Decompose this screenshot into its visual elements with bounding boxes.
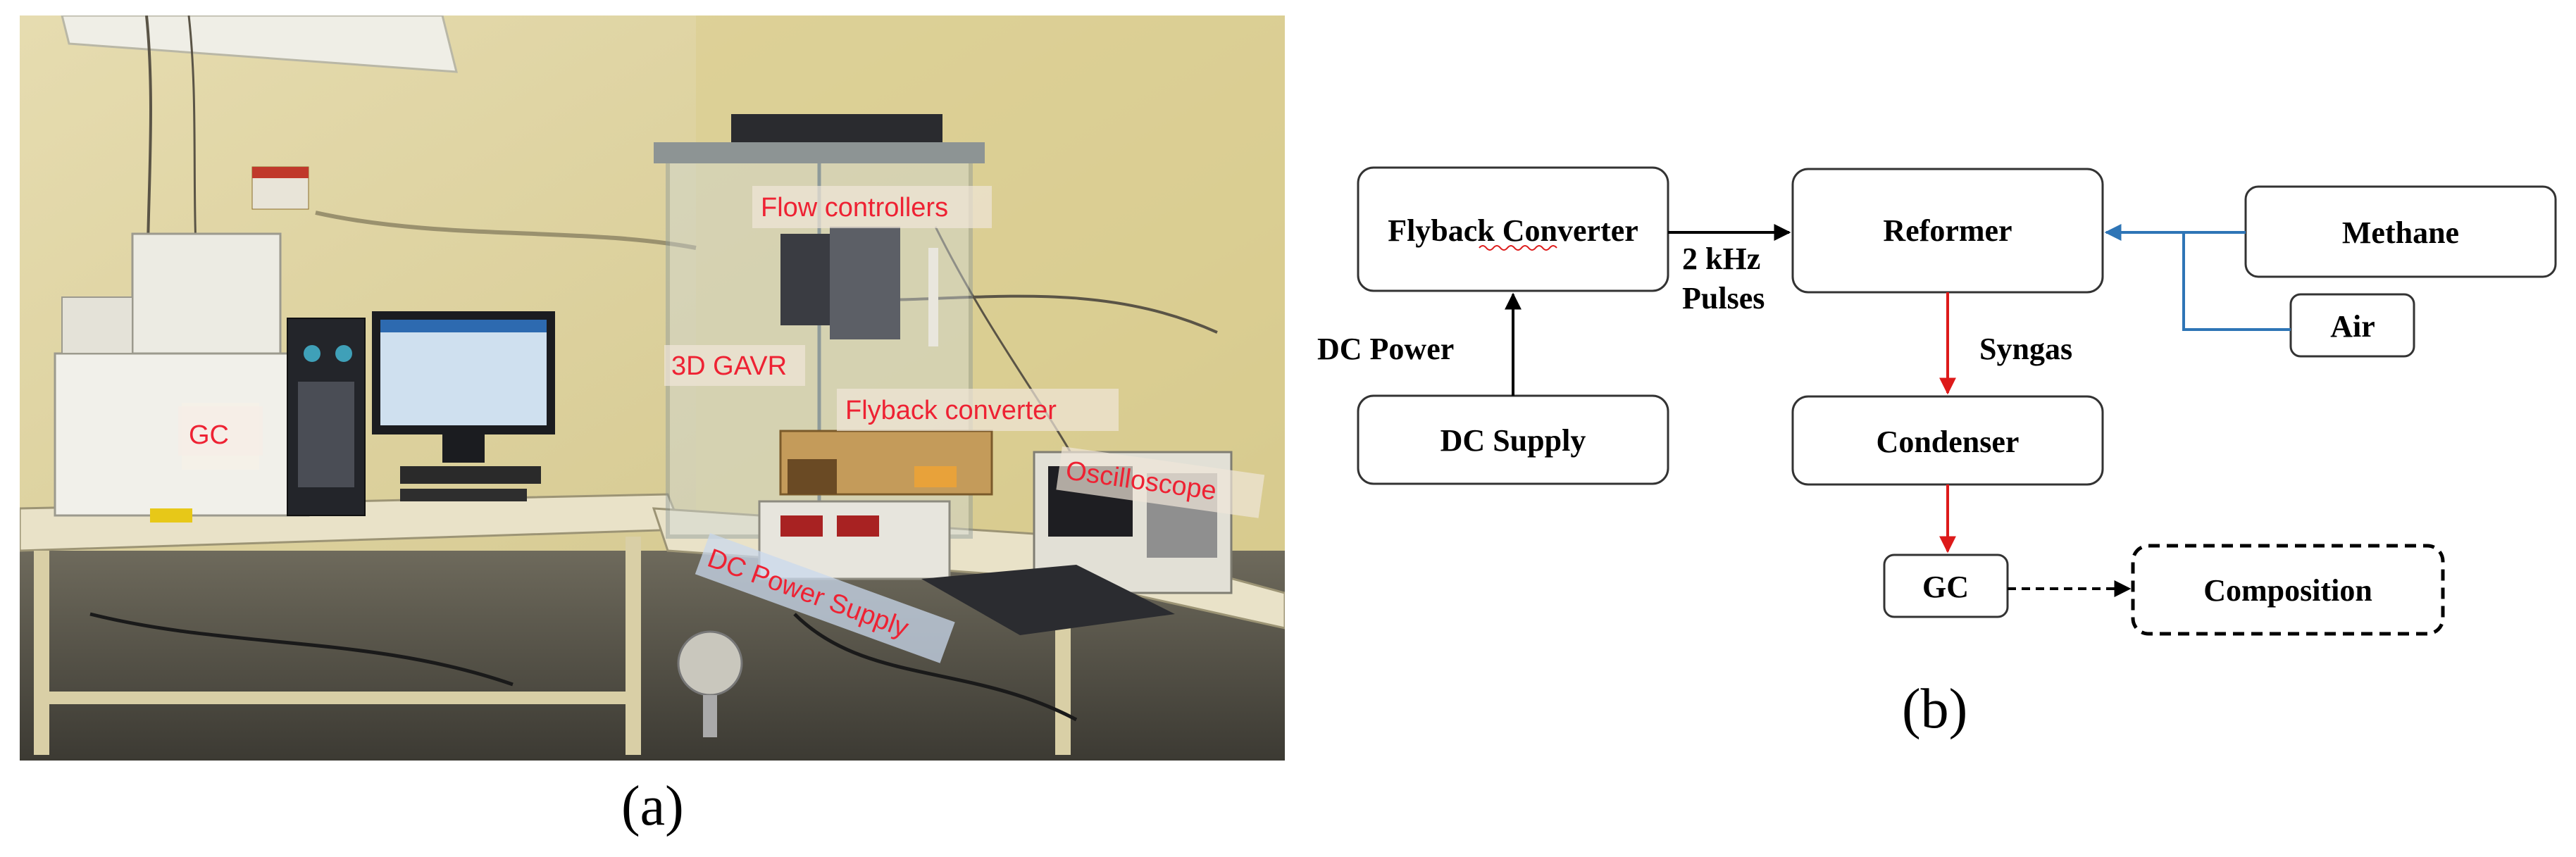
photo-label-3d-gavr: 3D GAVR <box>671 351 787 381</box>
node-reformer: Reformer <box>1791 168 2104 294</box>
node-condenser-label: Condenser <box>1877 425 2020 459</box>
node-composition: Composition <box>2131 544 2445 636</box>
node-dc-supply-label: DC Supply <box>1441 423 1586 458</box>
node-air: Air <box>2289 293 2415 358</box>
edge-label-pulses: Pulses <box>1682 281 1765 315</box>
edge-label-dc-power: DC Power <box>1317 332 1454 366</box>
lab-setup-photo: GC Flow controllers 3D GAVR Flyback conv… <box>20 15 1285 761</box>
node-gc-label: GC <box>1922 570 1969 604</box>
node-flyback-converter: Flyback Converter <box>1357 166 1669 292</box>
caption-a: (a) <box>621 775 684 837</box>
node-methane-label: Methane <box>2342 215 2459 250</box>
edge-air-to-reformer <box>2182 234 2291 331</box>
photo-label-gc: GC <box>189 420 229 450</box>
node-gc: GC <box>1883 553 2009 618</box>
edge-label-2khz: 2 kHz <box>1682 242 1760 276</box>
node-reformer-label: Reformer <box>1883 213 2012 248</box>
photo-label-flyback-converter: Flyback converter <box>845 396 1057 425</box>
edge-label-syngas: Syngas <box>1979 332 2072 366</box>
caption-b: (b) <box>1902 678 1968 740</box>
process-block-diagram: Flyback Converter DC Supply Reformer Met… <box>1317 166 2557 636</box>
node-composition-label: Composition <box>2203 573 2372 608</box>
photo-label-flow-controllers: Flow controllers <box>761 193 948 223</box>
node-flyback-converter-label: Flyback Converter <box>1388 213 1638 248</box>
node-condenser: Condenser <box>1791 395 2104 486</box>
node-dc-supply: DC Supply <box>1357 394 1669 485</box>
node-air-label: Air <box>2330 309 2375 344</box>
node-methane: Methane <box>2244 185 2557 278</box>
